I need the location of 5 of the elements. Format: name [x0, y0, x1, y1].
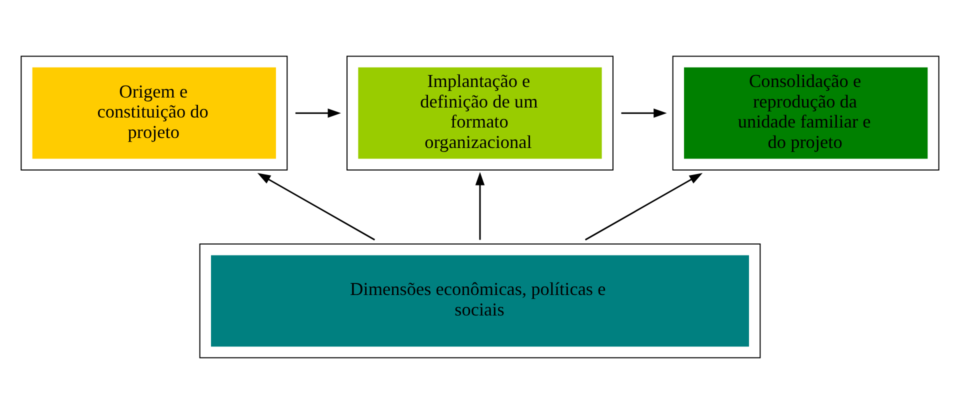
arrow [256, 172, 375, 240]
arrow [294, 108, 340, 118]
arrow [620, 108, 666, 118]
arrow [474, 172, 484, 240]
arrow [584, 172, 702, 240]
